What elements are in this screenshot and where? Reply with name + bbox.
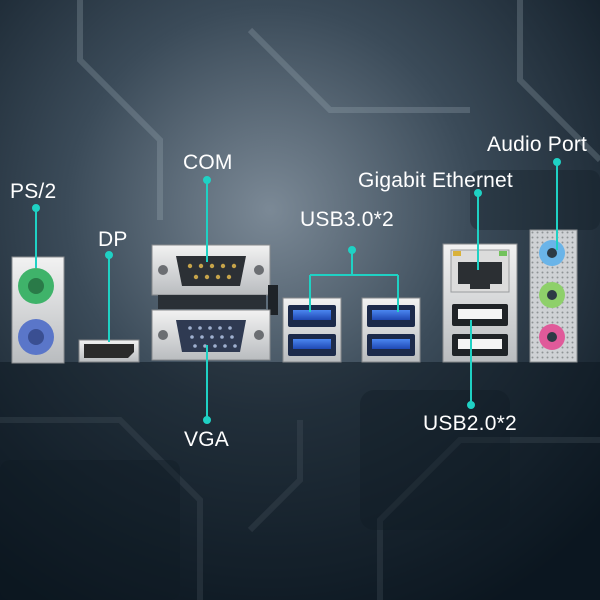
ps2-label: PS/2 xyxy=(10,180,57,203)
audio-port-label: Audio Port xyxy=(487,133,588,156)
gigabit-ethernet-label: Gigabit Ethernet xyxy=(358,169,513,192)
ps2-port xyxy=(11,256,65,364)
usb3-port-right xyxy=(361,297,421,363)
ethernet-usb2-stack xyxy=(442,243,518,363)
callout-lines xyxy=(32,158,561,424)
audio-port xyxy=(529,229,578,363)
usb2-label: USB2.0*2 xyxy=(423,412,517,435)
com-port xyxy=(151,244,278,315)
vga-port xyxy=(151,309,271,361)
vga-label: VGA xyxy=(184,428,229,451)
board-shadow xyxy=(0,362,600,600)
com-label: COM xyxy=(183,151,233,174)
dp-label: DP xyxy=(98,228,128,251)
usb3-port-left xyxy=(282,297,342,363)
usb3-label: USB3.0*2 xyxy=(300,208,394,231)
dp-port xyxy=(78,339,140,363)
